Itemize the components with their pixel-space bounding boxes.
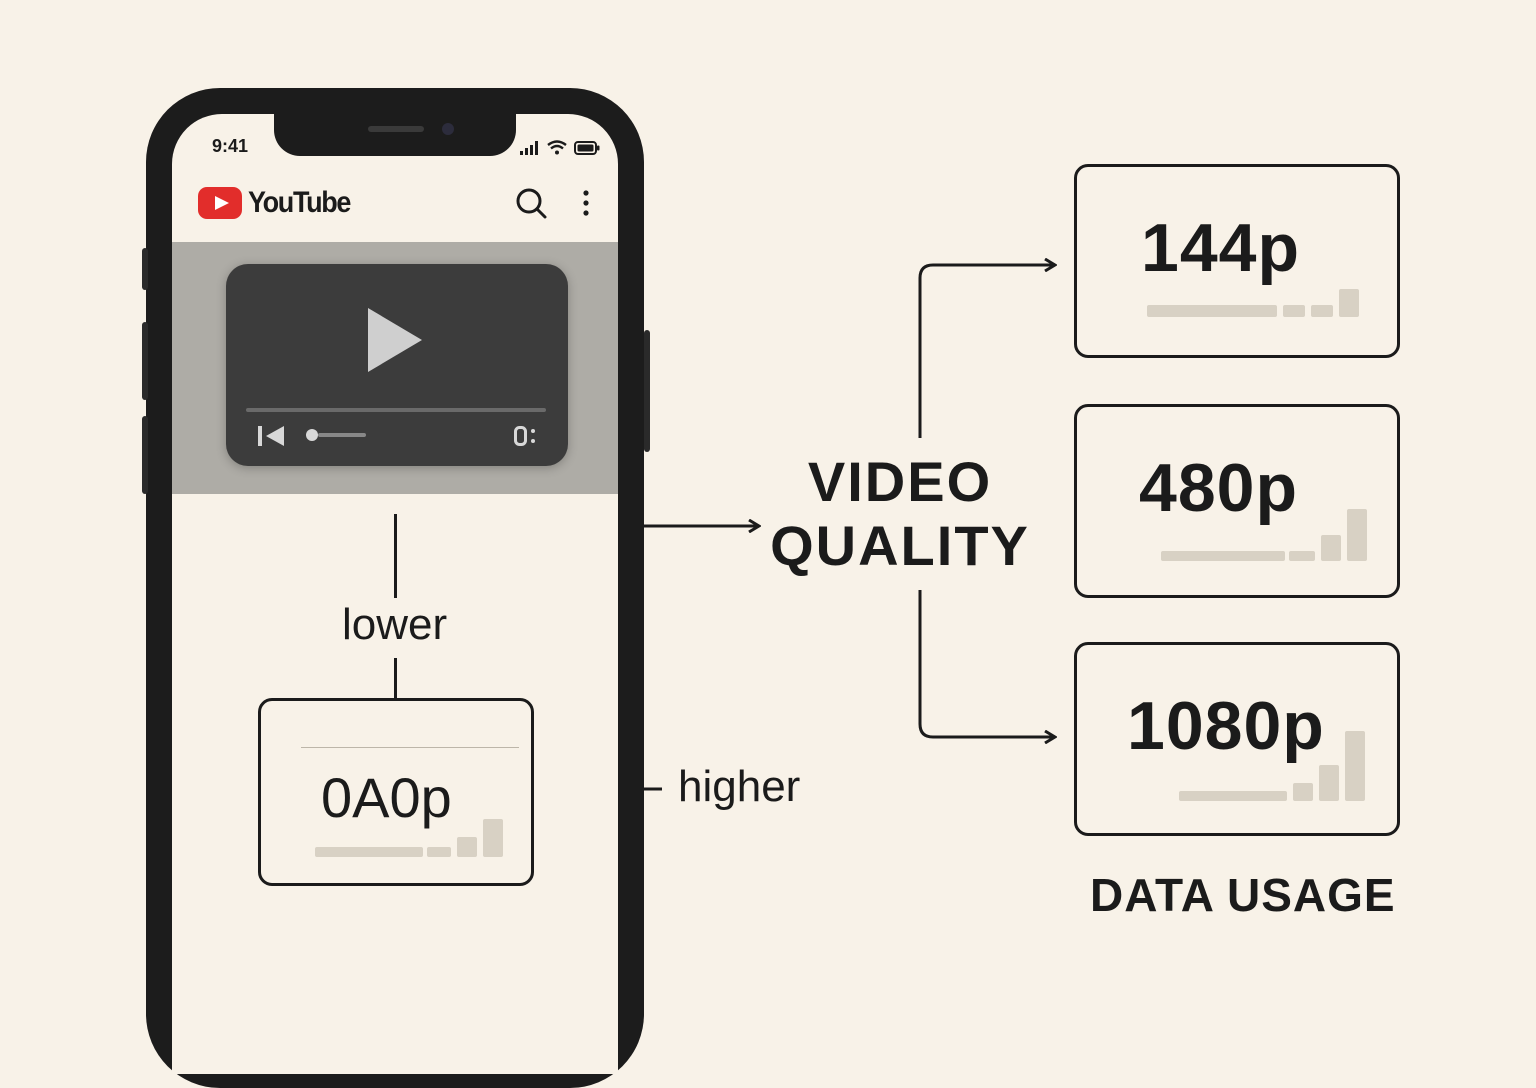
arrow-to-144p [918, 265, 1054, 438]
usage-bar [1321, 535, 1341, 561]
status-icons [520, 140, 600, 155]
usage-bar [483, 819, 503, 857]
video-player[interactable] [226, 264, 568, 466]
lower-connector-line [394, 658, 397, 700]
usage-bar [427, 847, 451, 857]
infographic: 9:41 YouTube [142, 88, 1400, 1088]
quality-option-1080p[interactable]: 1080p [1074, 642, 1400, 836]
usage-bar [1147, 305, 1277, 317]
phone-notch [274, 114, 516, 156]
scrubber-handle[interactable] [306, 429, 318, 441]
status-time: 9:41 [212, 136, 249, 156]
usage-bar [1289, 551, 1315, 561]
youtube-logo-icon [198, 187, 242, 219]
more-options-icon[interactable] [580, 186, 592, 220]
data-usage-label: DATA USAGE [1090, 869, 1396, 921]
phone-quality-box[interactable]: 0A0p [258, 698, 534, 886]
progress-bar[interactable] [246, 408, 546, 412]
usage-bar [1311, 305, 1333, 317]
usage-bar [1283, 305, 1305, 317]
phone-side-button [142, 248, 148, 290]
lower-connector-line [394, 514, 397, 598]
search-icon[interactable] [514, 186, 548, 220]
video-quality-title-line1: VIDEO [807, 450, 993, 513]
usage-bar [1345, 731, 1365, 801]
wifi-icon [547, 140, 567, 155]
front-camera [442, 123, 454, 135]
youtube-header: YouTube [198, 186, 361, 220]
quality-label: 480p [1139, 450, 1298, 526]
phone-quality-label: 0A0p [321, 766, 452, 829]
usage-bar [1347, 509, 1367, 561]
play-icon[interactable] [368, 308, 422, 372]
scrubber-track [318, 433, 366, 437]
settings-icon[interactable] [514, 426, 538, 446]
quality-label: 144p [1141, 210, 1300, 286]
quality-option-144p[interactable]: 144p [1074, 164, 1400, 358]
higher-label: higher [678, 762, 801, 811]
usage-bar [1293, 783, 1313, 801]
quality-option-480p[interactable]: 480p [1074, 404, 1400, 598]
video-quality-title-line2: QUALITY [770, 514, 1030, 577]
previous-icon[interactable] [258, 426, 286, 446]
usage-bar [1179, 791, 1287, 801]
phone-side-button [142, 322, 148, 400]
video-area [172, 242, 618, 494]
quality-label: 1080p [1127, 688, 1325, 764]
phone-side-button [644, 330, 650, 452]
usage-bar [315, 847, 423, 857]
usage-bar [457, 837, 477, 857]
usage-bar [1339, 289, 1359, 317]
youtube-wordmark: YouTube [248, 186, 351, 219]
battery-icon [574, 141, 600, 155]
divider-line [301, 747, 519, 748]
usage-bar [1319, 765, 1339, 801]
signal-icon [520, 141, 538, 155]
usage-bar [1161, 551, 1285, 561]
arrow-to-1080p [918, 590, 1054, 737]
lower-label: lower [342, 600, 448, 649]
speaker-grille [368, 126, 424, 132]
phone-side-button [142, 416, 148, 494]
